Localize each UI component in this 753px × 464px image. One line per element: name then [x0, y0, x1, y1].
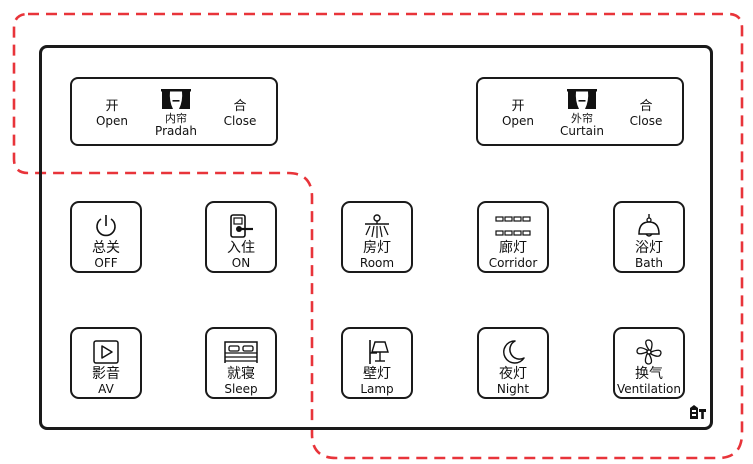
bath-light-label-en: Bath	[635, 256, 663, 270]
inner-curtain-close-button[interactable]: 合 Close	[204, 99, 276, 128]
outer-curtain-open-label-en: Open	[501, 114, 535, 128]
bath-light-label-cn: 浴灯	[635, 240, 663, 256]
sleep-label-cn: 就寝	[227, 366, 255, 382]
ventilation-label-en: Ventilation	[617, 382, 681, 396]
av-label-en: AV	[98, 382, 114, 396]
off-label-cn: 总关	[92, 240, 120, 256]
wall-lamp-icon	[369, 340, 389, 364]
sleep-label-en: Sleep	[224, 382, 258, 396]
fan-icon	[636, 339, 662, 365]
bath-light-button[interactable]: 浴灯 Bath	[613, 201, 685, 273]
curtain-icon	[161, 89, 191, 109]
av-label-cn: 影音	[92, 366, 120, 382]
outer-curtain-name-en: Curtain	[560, 124, 604, 138]
curtain-icon	[567, 89, 597, 109]
wall-lamp-button[interactable]: 壁灯 Lamp	[341, 327, 413, 399]
control-panel	[39, 45, 713, 430]
outer-curtain-close-button[interactable]: 合 Close	[610, 99, 682, 128]
outer-curtain-label: 外帘 Curtain	[532, 89, 632, 138]
moon-icon	[503, 340, 525, 364]
ventilation-button[interactable]: 换气 Ventilation	[613, 327, 685, 399]
corridor-light-label-cn: 廊灯	[499, 240, 527, 256]
on-label-en: ON	[231, 256, 251, 270]
brand-logo-icon	[690, 405, 706, 419]
ventilation-label-cn: 换气	[635, 366, 663, 382]
av-button[interactable]: 影音 AV	[70, 327, 142, 399]
inner-curtain-control: 开 Open 内帘 Pradah 合 Close	[70, 77, 278, 146]
outer-curtain-control: 开 Open 外帘 Curtain 合 Close	[476, 77, 684, 146]
night-light-label-en: Night	[496, 382, 530, 396]
corridor-light-icon	[495, 216, 531, 236]
sleep-button[interactable]: 就寝 Sleep	[205, 327, 277, 399]
outer-curtain-close-label-cn: 合	[639, 99, 653, 114]
night-light-label-cn: 夜灯	[499, 366, 527, 382]
inner-curtain-close-label-cn: 合	[233, 99, 247, 114]
play-icon	[93, 340, 119, 364]
on-button[interactable]: 入住 ON	[205, 201, 277, 273]
night-light-button[interactable]: 夜灯 Night	[477, 327, 549, 399]
inner-curtain-open-label-cn: 开	[105, 99, 119, 114]
corridor-light-button[interactable]: 廊灯 Corridor	[477, 201, 549, 273]
outer-curtain-close-label-en: Close	[629, 114, 663, 128]
key-card-icon	[230, 214, 253, 238]
wall-lamp-label-cn: 壁灯	[363, 366, 391, 382]
wall-lamp-label-en: Lamp	[360, 382, 394, 396]
ceiling-light-icon	[365, 214, 389, 238]
corridor-light-label-en: Corridor	[488, 256, 538, 270]
inner-curtain-open-button[interactable]: 开 Open	[76, 99, 148, 128]
bed-icon	[224, 341, 258, 363]
outer-curtain-open-label-cn: 开	[511, 99, 525, 114]
inner-curtain-name-en: Pradah	[155, 124, 197, 138]
inner-curtain-close-label-en: Close	[223, 114, 257, 128]
inner-curtain-name-cn: 内帘	[165, 112, 187, 125]
off-button[interactable]: 总关 OFF	[70, 201, 142, 273]
outer-curtain-name-cn: 外帘	[571, 112, 593, 125]
power-icon	[96, 215, 116, 237]
off-label-en: OFF	[94, 256, 118, 270]
on-label-cn: 入住	[227, 240, 255, 256]
room-light-button[interactable]: 房灯 Room	[341, 201, 413, 273]
inner-curtain-label: 内帘 Pradah	[126, 89, 226, 138]
room-light-label-cn: 房灯	[363, 240, 391, 256]
room-light-label-en: Room	[359, 256, 395, 270]
inner-curtain-open-label-en: Open	[95, 114, 129, 128]
bath-light-icon	[638, 214, 660, 237]
outer-curtain-open-button[interactable]: 开 Open	[482, 99, 554, 128]
